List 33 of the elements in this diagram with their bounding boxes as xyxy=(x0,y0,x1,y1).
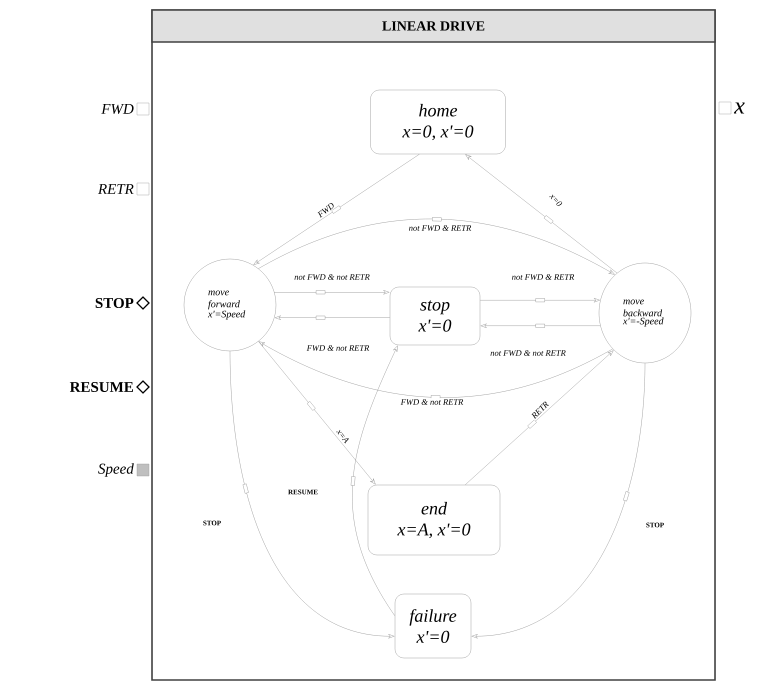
edge-label: not FWD & RETR xyxy=(408,224,472,232)
edge-label: x=A xyxy=(334,427,352,445)
state-box: stop x'=0 xyxy=(390,286,480,346)
arrow xyxy=(480,324,601,328)
arrow xyxy=(253,154,420,265)
edge-label: not FWD & not RETR xyxy=(489,349,567,357)
port-label: FWD xyxy=(101,104,134,114)
arrow xyxy=(472,363,646,638)
arrow xyxy=(258,342,613,400)
port-label: RESUME xyxy=(70,382,134,392)
block-frame xyxy=(151,9,716,681)
state-box: failure x'=0 xyxy=(394,594,472,658)
arrow xyxy=(350,346,398,616)
port-label: RETR xyxy=(98,184,134,194)
arrow xyxy=(274,290,390,295)
arrow xyxy=(480,298,600,302)
edge-label: x=0 xyxy=(548,192,564,208)
edge-label: not FWD & not RETR xyxy=(293,273,371,281)
arrow xyxy=(230,351,394,638)
header-bar: LINEAR DRIVE xyxy=(151,9,716,43)
arrow xyxy=(258,217,615,275)
port-label: Speed xyxy=(98,463,134,477)
state-box: end x=A, x'=0 xyxy=(368,484,500,556)
port-label: STOP xyxy=(96,298,134,308)
edge-label: FWD & not RETR xyxy=(400,398,464,406)
arrow xyxy=(258,341,376,485)
port-label: x xyxy=(734,102,745,114)
edge-label: not FWD & RETR xyxy=(510,273,576,281)
state-box: home x=0, x'=0 xyxy=(370,90,506,154)
arrow xyxy=(274,315,390,320)
arrow xyxy=(465,154,618,274)
arrow xyxy=(465,350,614,485)
edge-label: FWD & not RETR xyxy=(306,344,370,352)
